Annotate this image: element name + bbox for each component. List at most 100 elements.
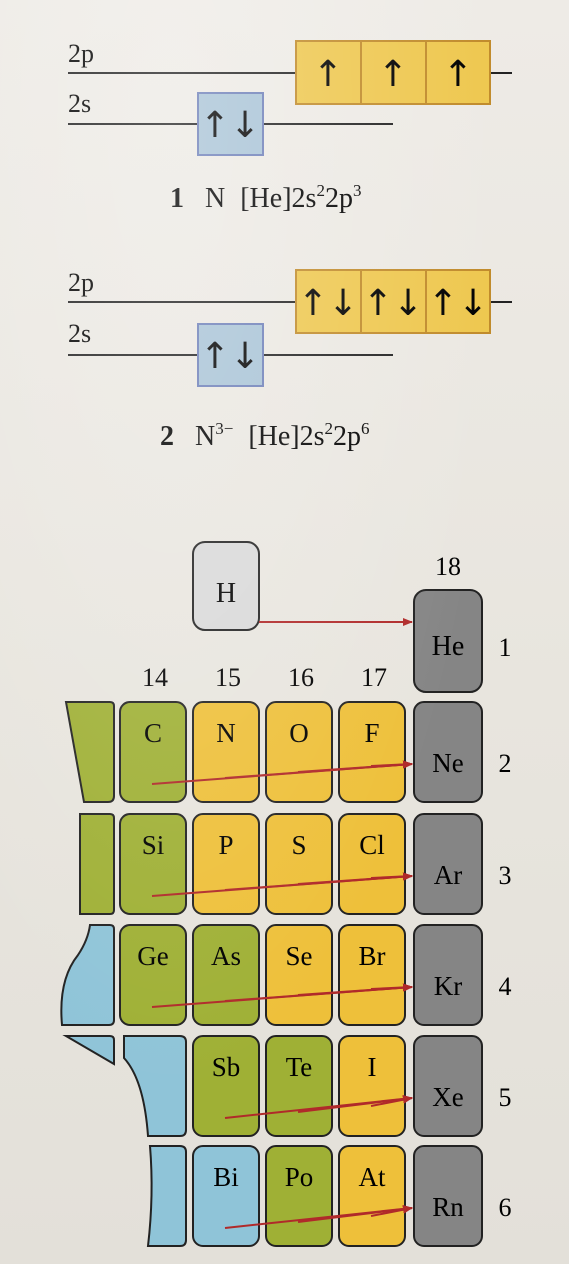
level-label-2s: 2s [68, 319, 91, 348]
element-cell-hydrogen [192, 541, 260, 631]
electron-shift-arrow [297, 1095, 413, 1113]
element-symbol: Se [286, 941, 313, 971]
caption-2: 2 N3− [He]2s22p6 [160, 410, 370, 452]
caption-p-superscript: 3 [353, 181, 362, 200]
element-cell-noble-gas [413, 813, 483, 915]
element-symbol: Ar [434, 860, 463, 890]
element-symbol: Sb [212, 1052, 241, 1082]
period-number: 6 [499, 1193, 512, 1222]
electron-spin: ↑ [443, 54, 473, 95]
caption-p-superscript: 6 [361, 419, 370, 438]
element-cell-thallium [146, 1145, 187, 1247]
element-cell [338, 924, 406, 1026]
caption-config-mid: 2p [325, 183, 353, 214]
element-symbol: F [364, 718, 379, 748]
element-symbol: S [291, 830, 306, 860]
electron-shift-arrow [297, 1205, 413, 1223]
element-symbol: At [359, 1162, 386, 1192]
electron-spin: ↑↓ [200, 105, 260, 146]
electron-pair: ↑↓ [363, 283, 423, 324]
element-cell-helium [413, 589, 483, 693]
period-number: 3 [499, 861, 512, 890]
element-cell [119, 924, 187, 1026]
orbital-diagram-2: 2p ↑↓ ↑↓ ↑↓ 2s ↑↓ 2 N3− [He]2s22p6 [68, 268, 512, 452]
element-cell [192, 1145, 260, 1247]
element-cell-noble-gas [413, 701, 483, 803]
element-cell [192, 1035, 260, 1137]
element-cell [265, 924, 333, 1026]
caption-config-core: [He]2s [240, 183, 316, 214]
group-number: 16 [288, 663, 314, 692]
caption-symbol: N [195, 421, 215, 452]
caption-number: 2 [160, 421, 174, 452]
orbital-box-2s [197, 323, 264, 387]
orbital-diagram-1: 2p ↑ ↑ ↑ 2s ↑↓ 1 N [He]2s22p3 [68, 39, 512, 214]
element-symbol: He [432, 631, 465, 662]
electron-shift-arrow [370, 1095, 413, 1107]
electron-shift-arrow [370, 760, 413, 769]
element-symbol: Te [286, 1052, 313, 1082]
electron-spin: ↑ [378, 54, 408, 95]
element-cell [338, 1035, 406, 1137]
element-symbol: Ge [137, 941, 168, 971]
group-number-18: 18 [435, 552, 461, 581]
caption-config-mid: 2p [333, 421, 361, 452]
electron-pair: ↑↓ [200, 336, 260, 377]
element-cell [192, 924, 260, 1026]
caption-1: 1 N [He]2s22p3 [170, 181, 361, 214]
electron-shift-arrow [370, 983, 413, 992]
element-cell [265, 1035, 333, 1137]
element-cell [119, 701, 187, 803]
element-symbol: As [211, 941, 241, 971]
element-cell [192, 701, 260, 803]
element-cell [265, 701, 333, 803]
orbital-box-2s [197, 92, 264, 156]
element-symbol: Rn [432, 1192, 464, 1222]
element-cell [119, 813, 187, 915]
group-number: 17 [361, 663, 387, 692]
caption-symbol: N [205, 183, 225, 214]
caption-ion-charge: 3− [215, 419, 233, 438]
partial-cell-group-13-period-2 [64, 701, 115, 803]
element-symbol: H [216, 578, 236, 609]
caption-number: 1 [170, 183, 184, 214]
element-cell [192, 813, 260, 915]
element-cell [265, 813, 333, 915]
element-symbol: I [368, 1052, 377, 1082]
element-symbol: P [218, 830, 233, 860]
orbital-boxes-2p: ↑↓ ↑↓ ↑↓ [295, 269, 491, 334]
period-number: 1 [499, 633, 512, 662]
period-number: 5 [499, 1083, 512, 1112]
period-number: 4 [499, 972, 512, 1001]
element-cell [338, 813, 406, 915]
caption-text: 2 N3− [He]2s22p6 [160, 410, 370, 452]
element-cell-indium [123, 1035, 187, 1137]
caption-text: 1 N [He]2s22p3 [170, 181, 361, 214]
element-symbol: O [289, 718, 309, 748]
orbital-box-group-2p [295, 269, 491, 334]
group-number: 15 [215, 663, 241, 692]
partial-cell-group-13-period-3 [79, 813, 115, 915]
element-cell-noble-gas [413, 924, 483, 1026]
level-label-2s: 2s [68, 89, 91, 118]
electron-pair: ↑↓ [298, 283, 358, 324]
level-label-2p: 2p [68, 39, 94, 68]
orbital-boxes-2p: ↑ ↑ ↑ [295, 40, 491, 105]
element-cell-noble-gas [413, 1035, 483, 1137]
element-symbol: Bi [213, 1162, 239, 1192]
element-symbol: Po [285, 1162, 314, 1192]
caption-s-superscript: 2 [325, 419, 334, 438]
element-cell-noble-gas [413, 1145, 483, 1247]
element-symbol: Si [142, 830, 165, 860]
element-symbol: Xe [432, 1082, 463, 1112]
electron-spin: ↑ [313, 54, 343, 95]
group-number: 14 [142, 663, 168, 692]
element-cell [338, 701, 406, 803]
partial-cell-group-12-period-5 [62, 1035, 115, 1066]
electron-shift-arrow [370, 872, 413, 881]
element-symbol: Br [359, 941, 386, 971]
